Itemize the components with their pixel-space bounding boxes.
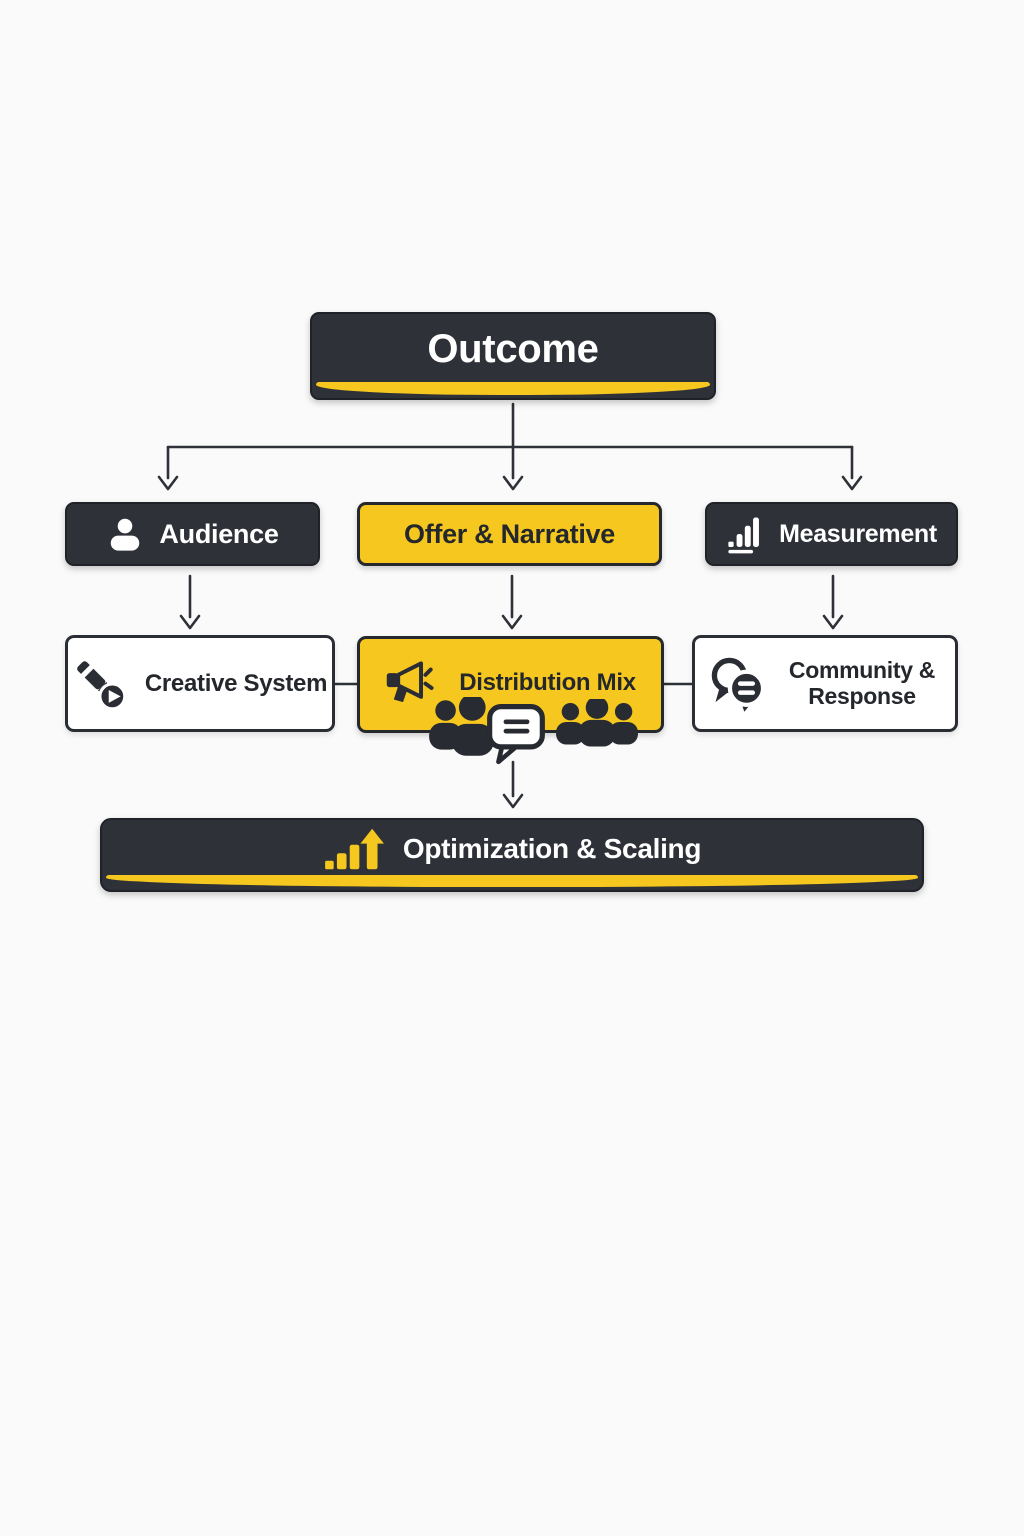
people-group-icon — [424, 697, 500, 759]
node-optimization-scaling: Optimization & Scaling — [100, 818, 924, 892]
community-response-label: Community & Response — [788, 656, 936, 709]
pencil-play-icon — [73, 655, 131, 713]
measurement-label: Measurement — [779, 519, 937, 548]
connector-distribution-footer — [502, 760, 524, 809]
node-distribution-mix: Distribution Mix — [357, 636, 664, 765]
node-outcome: Outcome — [310, 312, 716, 400]
megaphone-icon — [385, 657, 443, 705]
connector-branch-left — [157, 445, 179, 491]
person-icon — [106, 515, 144, 553]
node-community-response: Community & Response — [692, 635, 958, 732]
connector-branch-right — [841, 445, 863, 491]
connector-measurement-community — [822, 574, 844, 630]
connector-audience-creative — [179, 574, 201, 630]
node-measurement: Measurement — [705, 502, 958, 566]
outcome-ribbon — [316, 382, 710, 395]
optimization-ribbon — [106, 875, 918, 887]
node-creative-system: Creative System — [65, 635, 335, 732]
audience-label: Audience — [159, 518, 279, 549]
distribution-mix-label: Distribution Mix — [459, 669, 636, 696]
offer-narrative-label: Offer & Narrative — [404, 518, 615, 549]
outcome-label: Outcome — [427, 326, 599, 371]
people-group-icon — [554, 699, 640, 749]
node-audience: Audience — [65, 502, 320, 566]
node-offer-narrative: Offer & Narrative — [357, 502, 662, 566]
creative-system-label: Creative System — [144, 669, 328, 697]
speech-bubble-icon — [486, 703, 546, 767]
chat-bubbles-icon — [708, 655, 770, 713]
growth-arrow-icon — [323, 826, 385, 872]
optimization-scaling-label: Optimization & Scaling — [402, 833, 702, 864]
connector-offer-distribution — [501, 574, 523, 630]
connector-branch-center — [502, 445, 524, 491]
bar-chart-icon — [726, 514, 766, 554]
